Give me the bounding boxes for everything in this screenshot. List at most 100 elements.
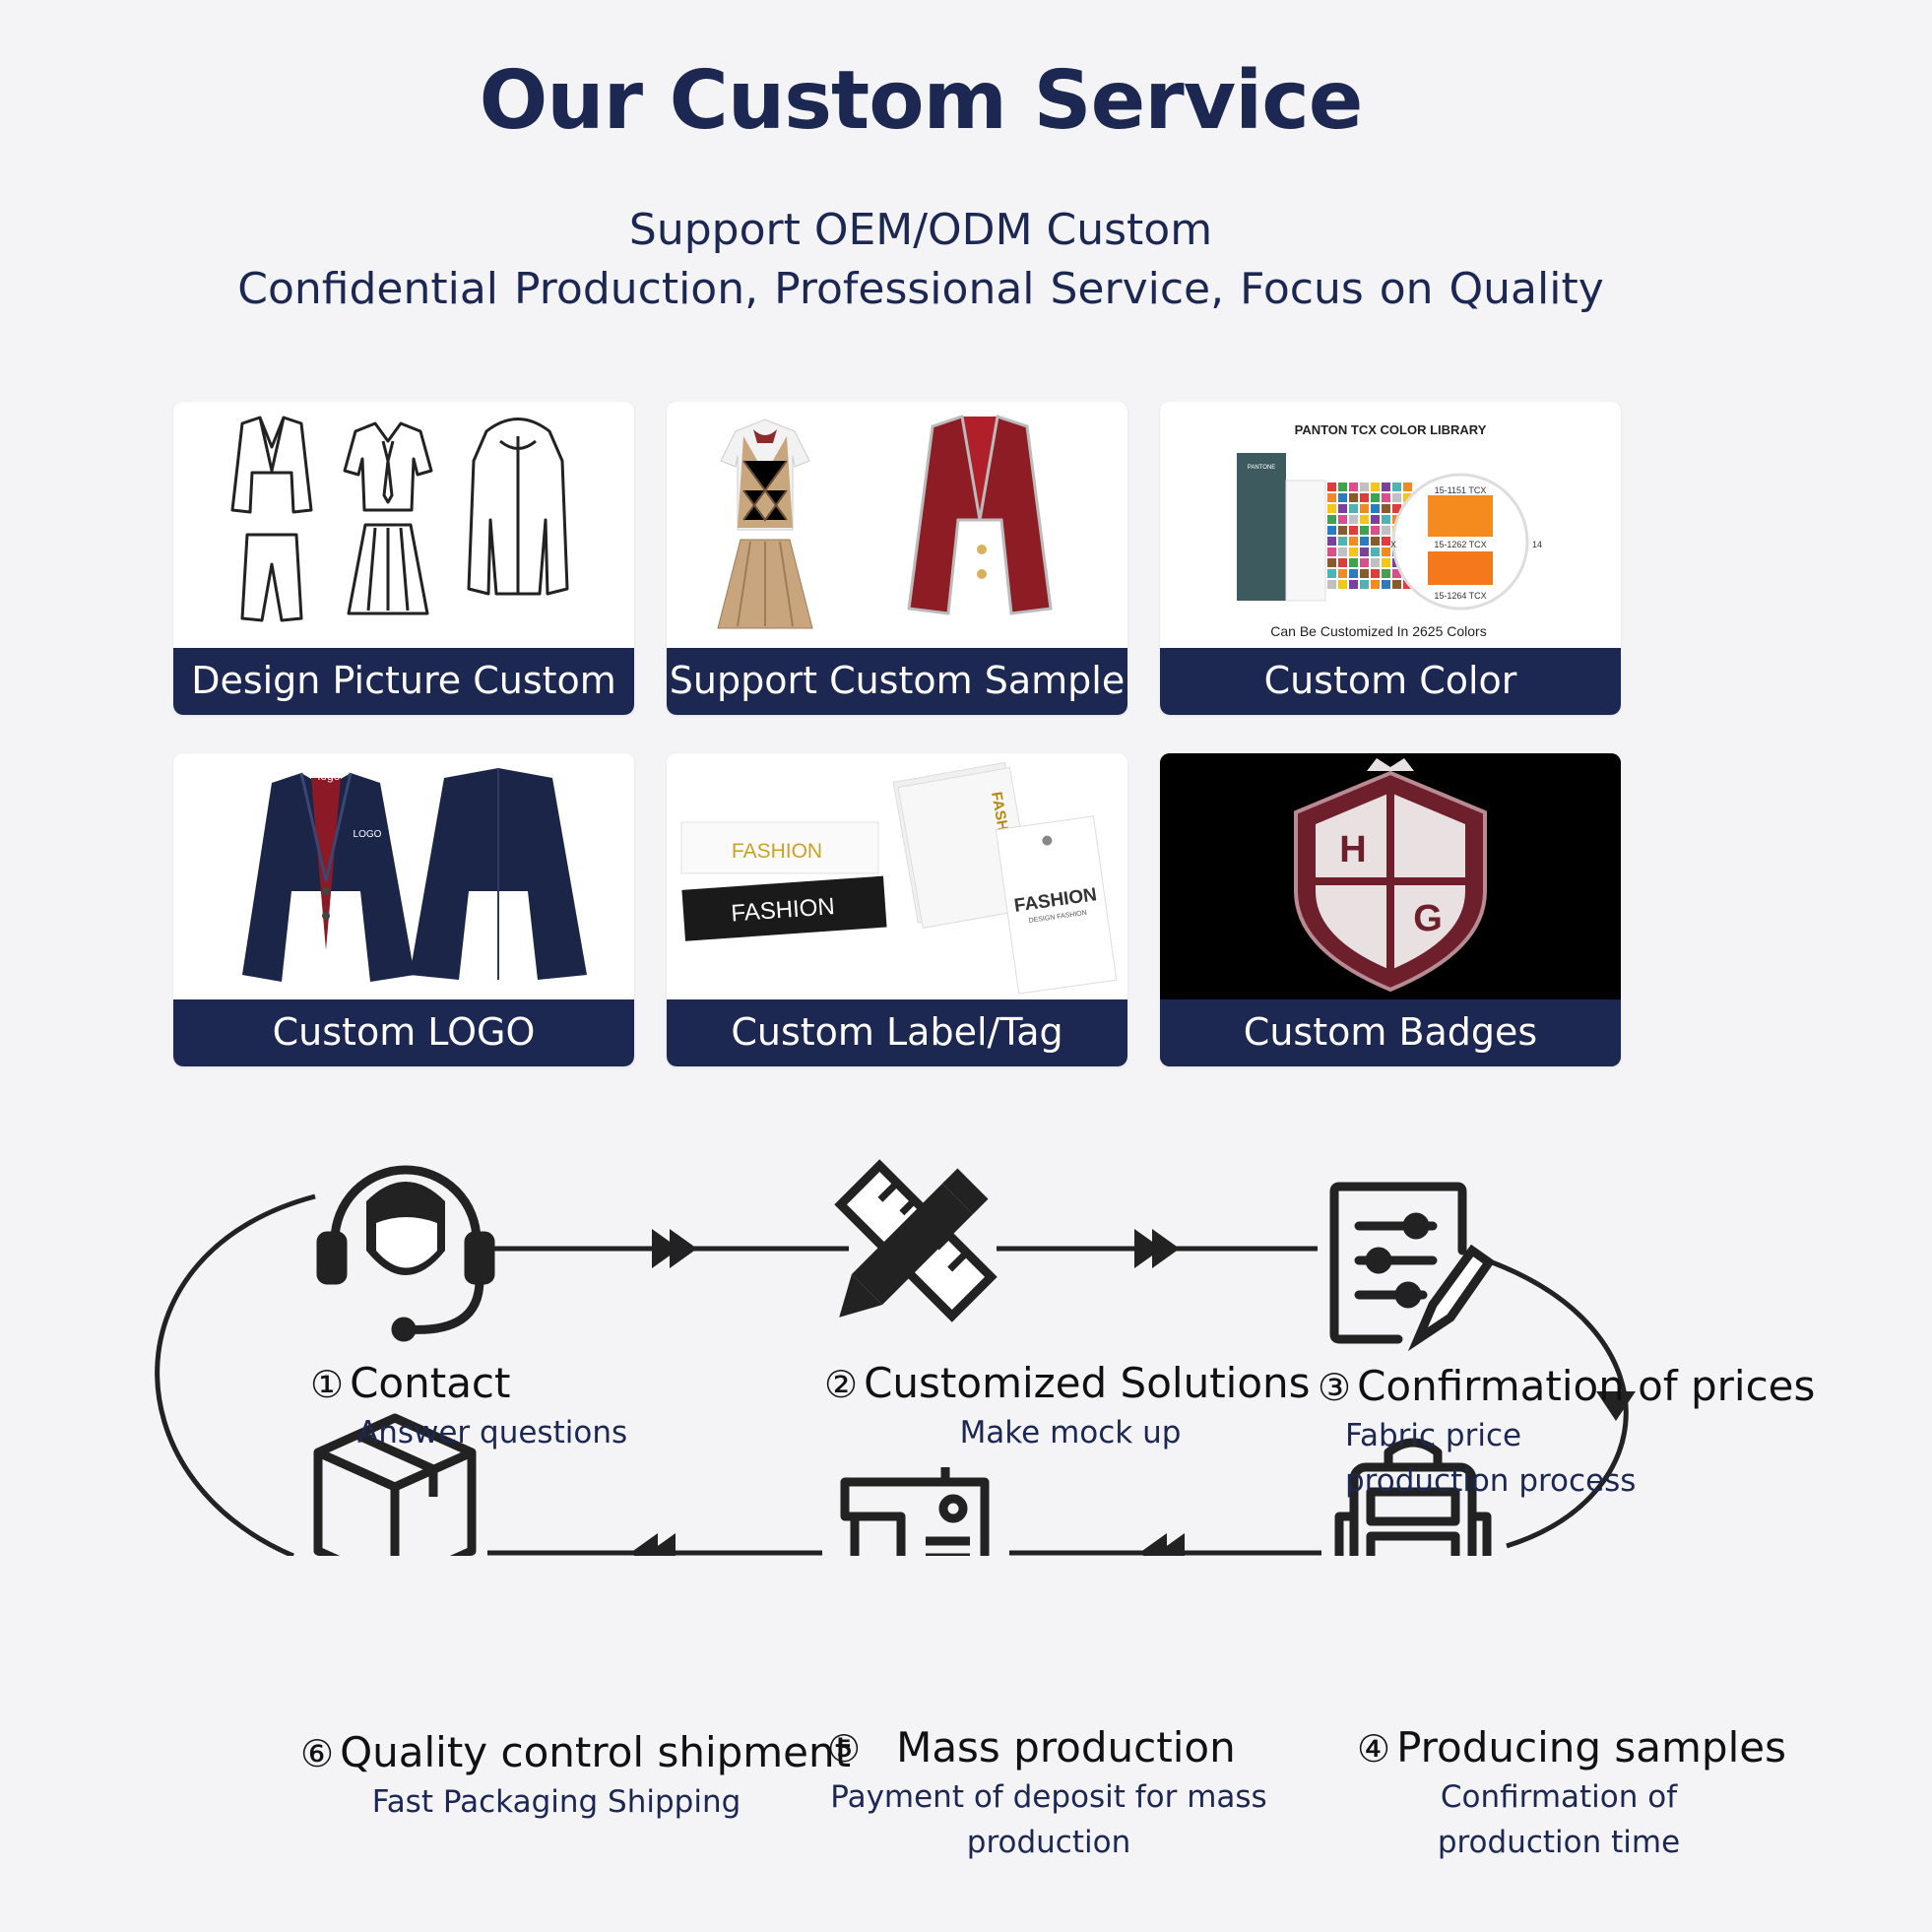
color-swatch <box>1349 515 1358 524</box>
card-label: Design Picture Custom <box>173 648 634 715</box>
pic-title: PANTON TCX COLOR LIBRARY <box>1295 422 1487 437</box>
subtitle-oem: Support OEM/ODM Custom <box>628 205 1213 255</box>
color-swatch <box>1338 526 1347 535</box>
logo-chest-text: LOGO <box>354 829 382 840</box>
card-label: Custom Color <box>1160 648 1621 715</box>
label-text: FASHION <box>732 840 822 863</box>
card-custom-badges[interactable]: H G Custom Badges <box>1160 753 1621 1066</box>
step-line: Fast Packaging Shipping <box>371 1784 741 1820</box>
color-swatch <box>1349 537 1358 546</box>
color-swatch <box>1349 558 1358 567</box>
color-swatch <box>1338 515 1347 524</box>
pantone-color-book-photo: PANTON TCX COLOR LIBRARY PANTONE 15-1151… <box>1237 422 1542 639</box>
step-title: Quality control shipment <box>340 1728 852 1776</box>
step-number: ⑤ <box>827 1727 862 1771</box>
color-swatch <box>1338 504 1347 513</box>
step-number: ⑥ <box>300 1732 335 1775</box>
color-swatch <box>1382 537 1390 546</box>
color-swatch <box>1360 515 1369 524</box>
step-title: Mass production <box>896 1723 1236 1771</box>
step-line: Answer questions <box>357 1415 628 1450</box>
sewing-machine-icon <box>840 1467 990 1556</box>
step-line: production time <box>1437 1825 1681 1860</box>
color-swatch <box>1349 483 1358 491</box>
step-title: Producing samples <box>1396 1723 1786 1771</box>
color-swatch <box>1371 569 1380 578</box>
color-swatch <box>1327 569 1336 578</box>
step-line: production process <box>1345 1463 1637 1499</box>
badge-letter: G <box>1413 898 1443 939</box>
uniform-sample-photo <box>717 415 1053 629</box>
swatch-label: 15-1151 TCX <box>1435 485 1487 495</box>
card-design-picture[interactable]: Design Picture Custom <box>173 402 634 715</box>
step-number: ④ <box>1357 1727 1391 1771</box>
step-title: Customized Solutions <box>864 1359 1311 1407</box>
subtitle-qualities: Confidential Production, Professional Se… <box>237 264 1604 314</box>
color-swatch <box>1371 558 1380 567</box>
embroidered-badge-photo: H G <box>1160 753 1621 999</box>
step-line: Confirmation of <box>1440 1779 1678 1815</box>
color-swatch <box>1338 483 1347 491</box>
color-swatch <box>1360 580 1369 589</box>
color-swatch <box>1360 493 1369 502</box>
step-line: Make mock up <box>959 1415 1182 1450</box>
document-pen-icon <box>1329 1182 1496 1352</box>
color-swatch <box>1338 580 1347 589</box>
color-swatch <box>1360 483 1369 491</box>
color-swatch <box>1327 537 1336 546</box>
color-swatch <box>1327 493 1336 502</box>
badge-letter: H <box>1339 829 1366 870</box>
pic-caption: Can Be Customized In 2625 Colors <box>1270 623 1486 639</box>
swatch-edge-label: 14 <box>1532 540 1542 549</box>
clothing-sketch-icon <box>230 416 569 622</box>
card-custom-sample[interactable]: Support Custom Sample <box>667 402 1127 715</box>
color-swatch <box>1327 558 1336 567</box>
card-custom-label[interactable]: FASHION FASHION FASHI FASHION DESIGN FAS… <box>667 753 1127 1066</box>
color-swatch <box>1371 493 1380 502</box>
color-swatch <box>1338 558 1347 567</box>
color-swatch <box>1327 526 1336 535</box>
process-flow-diagram <box>155 1159 1636 1556</box>
color-swatch <box>1392 504 1401 513</box>
package-box-icon <box>313 1413 477 1556</box>
color-swatch <box>1371 526 1380 535</box>
color-swatch <box>1382 580 1390 589</box>
card-label: Custom Label/Tag <box>667 999 1127 1066</box>
color-swatch <box>1382 504 1390 513</box>
color-swatch <box>1371 547 1380 556</box>
swatch-label: 15-1264 TCX <box>1434 591 1486 601</box>
color-swatch <box>1349 504 1358 513</box>
swatch-label: 15-1262 TCX <box>1434 540 1486 549</box>
color-swatch <box>1382 569 1390 578</box>
book-brand-text: PANTONE <box>1248 465 1275 471</box>
card-label: Custom Badges <box>1160 999 1621 1066</box>
color-swatch <box>1403 483 1412 491</box>
color-swatch <box>1327 504 1336 513</box>
step-number: ③ <box>1318 1366 1352 1409</box>
color-swatch <box>1349 580 1358 589</box>
color-swatch <box>1371 483 1380 491</box>
color-swatch <box>1360 504 1369 513</box>
step-number: ② <box>824 1363 859 1406</box>
color-swatch <box>1327 580 1336 589</box>
step-line: production <box>966 1825 1131 1860</box>
card-label: Support Custom Sample <box>667 648 1127 715</box>
color-swatch <box>1349 493 1358 502</box>
color-swatch <box>1371 515 1380 524</box>
step-title: Contact <box>350 1359 511 1407</box>
color-swatch <box>1392 580 1401 589</box>
card-label: Custom LOGO <box>173 999 634 1066</box>
card-custom-logo[interactable]: logo LOGO Custom LOGO <box>173 753 634 1066</box>
customer-service-headset-icon <box>316 1165 495 1342</box>
color-swatch <box>1382 515 1390 524</box>
fashion-label-photo: FASHION FASHION FASHI FASHION DESIGN FAS… <box>680 761 1118 995</box>
pencil-ruler-icon <box>834 1159 998 1322</box>
logo-tag-text: logo <box>318 769 341 783</box>
card-custom-color[interactable]: PANTON TCX COLOR LIBRARY PANTONE 15-1151… <box>1160 402 1621 715</box>
color-swatch <box>1349 547 1358 556</box>
color-swatch <box>1382 526 1390 535</box>
color-swatch <box>1382 493 1390 502</box>
